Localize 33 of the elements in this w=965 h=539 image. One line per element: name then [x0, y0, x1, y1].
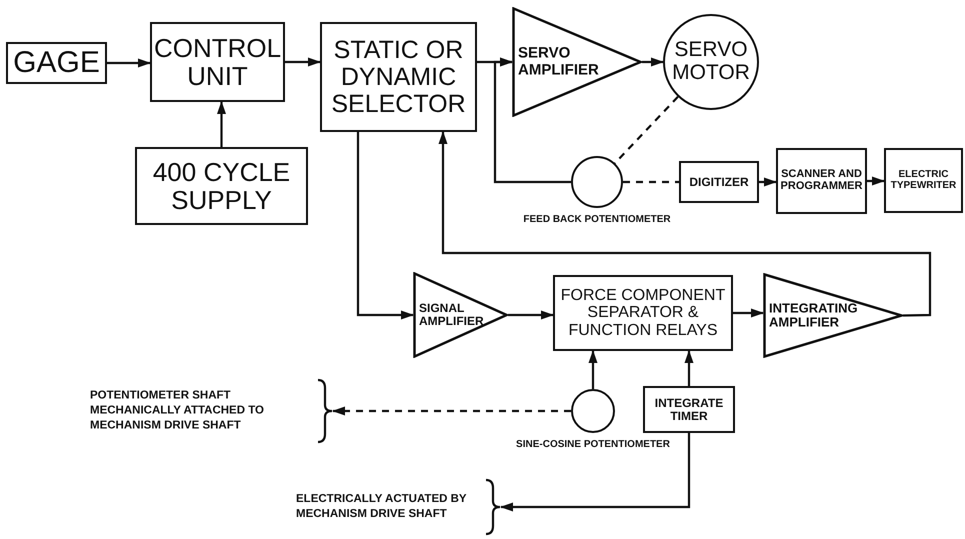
amplifier-label: INTEGRATING AMPLIFIER [769, 301, 859, 330]
block-label: CONTROL UNIT [152, 34, 282, 90]
note-text: POTENTIOMETER SHAFT MECHANICALLY ATTACHED TO MECHANISM DRIVE SHAFT [90, 388, 265, 434]
arrow [642, 58, 664, 66]
arrow [500, 433, 690, 512]
arrow [285, 58, 321, 66]
block-label: STATIC OR DYNAMIC SELECTOR [330, 36, 467, 118]
block-label: SCANNER AND PROGRAMMER [780, 169, 864, 193]
arrow [217, 101, 226, 147]
block-label: ELECTRIC TYPEWRITER [890, 170, 958, 192]
block-label: 400 CYCLE SUPPLY [152, 158, 292, 214]
arrow [438, 131, 932, 317]
block-label: GAGE [13, 46, 100, 80]
arrow [684, 350, 694, 386]
dashed-link [332, 406, 571, 416]
arrow [588, 350, 598, 389]
block-label: DIGITIZER [689, 176, 749, 188]
arrow [107, 58, 151, 68]
block-label: FORCE COMPONENT SEPARATOR & FUNCTION RELAYS [560, 287, 726, 339]
arrow [867, 176, 885, 186]
arrow [508, 310, 554, 320]
component-caption: SINE-COSINE POTENTIOMETER [516, 439, 670, 450]
arrow [733, 308, 764, 318]
dashed-link [623, 180, 679, 184]
arrow [759, 178, 777, 186]
note-text: ELECTRICALLY ACTUATED BY MECHANISM DRIVE SHAFT [296, 492, 468, 522]
amplifier-label: SERVO AMPLIFIER [518, 46, 600, 78]
block-label: INTEGRATE TIMER [654, 396, 724, 422]
component-caption: FEED BACK POTENTIOMETER [523, 214, 671, 225]
arrow [494, 58, 571, 184]
arrow [356, 132, 414, 320]
block-label: SERVO MOTOR [671, 39, 751, 85]
amplifier-label: SIGNAL AMPLIFIER [419, 302, 485, 328]
